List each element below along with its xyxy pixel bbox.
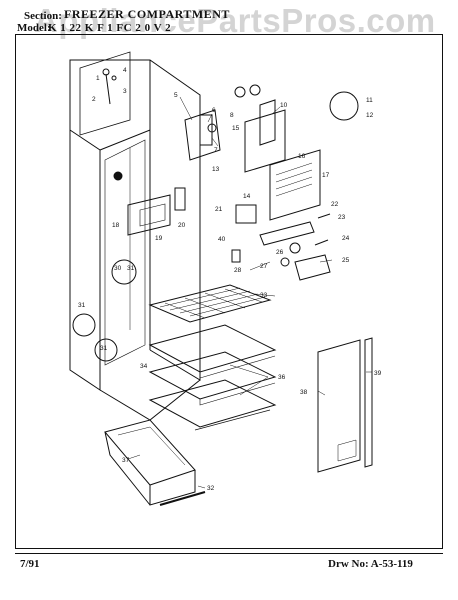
callout-33: 33 (260, 292, 268, 299)
thermostat-detail-inset (79, 51, 131, 136)
trim-strip (364, 337, 373, 468)
drawing-number: Drw No: A-53-119 (328, 558, 413, 570)
callout-13: 13 (212, 166, 220, 173)
callout-12: 12 (366, 112, 374, 119)
control-housing (184, 84, 261, 161)
callout-5: 5 (174, 92, 178, 99)
callout-2: 2 (92, 96, 96, 103)
callout-31b: 31 (100, 345, 108, 352)
callout-1: 1 (96, 75, 100, 82)
bin-rail (159, 491, 206, 506)
callout-28: 28 (234, 267, 242, 274)
callout-31a: 31 (78, 302, 86, 309)
callout-14: 15 (232, 125, 240, 132)
section-title: FREEZER COMPARTMENT (64, 7, 230, 21)
evaporator-cover (244, 99, 321, 221)
callout-3: 3 (123, 88, 127, 95)
callout-30: 31 (127, 265, 135, 272)
model-label: Model: (17, 22, 51, 34)
callout-37: 37 (122, 457, 130, 464)
callout-23: 23 (338, 214, 346, 221)
footer-rule (15, 553, 443, 554)
callout-19: 19 (155, 235, 163, 242)
callout-18: 18 (112, 222, 120, 229)
callout-21: 21 (215, 206, 223, 213)
callout-16: 16 (298, 153, 306, 160)
callout-34: 34 (140, 363, 148, 370)
section-label: Section: (24, 10, 62, 22)
callout-32: 32 (207, 485, 215, 492)
callout-29: 30 (114, 265, 122, 272)
model-numbers: K 1 22 K F 1 FC 2 0 V 2 (48, 22, 172, 34)
callout-24: 24 (342, 235, 350, 242)
callout-8: 8 (230, 112, 234, 119)
liner-panel (317, 339, 361, 473)
diagram-frame (15, 34, 443, 549)
callout-17: 17 (322, 172, 330, 179)
screw-callout-circles (72, 91, 359, 362)
callout-7: 7 (214, 147, 218, 154)
callout-39: 39 (374, 370, 382, 377)
freezer-shelves (148, 324, 277, 431)
callout-6: 6 (212, 107, 216, 114)
light-assembly (127, 187, 186, 236)
revision-date: 7/91 (20, 558, 40, 570)
callout-15: 14 (243, 193, 251, 200)
callout-27: 27 (260, 263, 268, 270)
callout-40: 40 (218, 236, 226, 243)
fan-motor-assembly (231, 204, 331, 281)
callout-26: 26 (276, 249, 284, 256)
freezer-bin (104, 419, 196, 506)
callout-11: 11 (366, 97, 373, 104)
callout-36: 36 (278, 374, 286, 381)
callout-20: 20 (178, 222, 186, 229)
callout-22: 22 (331, 201, 339, 208)
wire-shelf (148, 284, 272, 323)
callout-38: 38 (300, 389, 308, 396)
callout-10: 10 (280, 102, 288, 109)
callout-25: 25 (342, 257, 350, 264)
leader-lines (127, 96, 372, 489)
callout-4: 4 (123, 67, 127, 74)
